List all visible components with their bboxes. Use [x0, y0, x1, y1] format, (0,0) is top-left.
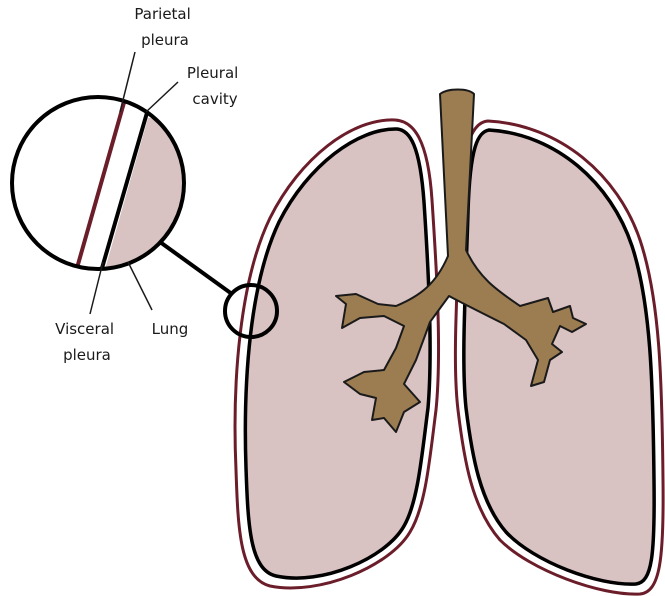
lung-label: Lung	[152, 320, 189, 338]
pleural-cavity-leader	[146, 82, 178, 112]
lung-leader	[128, 262, 152, 310]
parietal-pleura-label: Parietal pleura	[134, 5, 195, 49]
zoom-connector-line	[160, 242, 232, 294]
visceral-pleura-label: Visceral pleura	[55, 320, 119, 364]
pleural-cavity-label: Pleural cavity	[187, 64, 243, 108]
magnified-lung-tissue	[102, 118, 200, 280]
right-lung	[455, 121, 663, 594]
right-lung-surface	[464, 130, 654, 584]
